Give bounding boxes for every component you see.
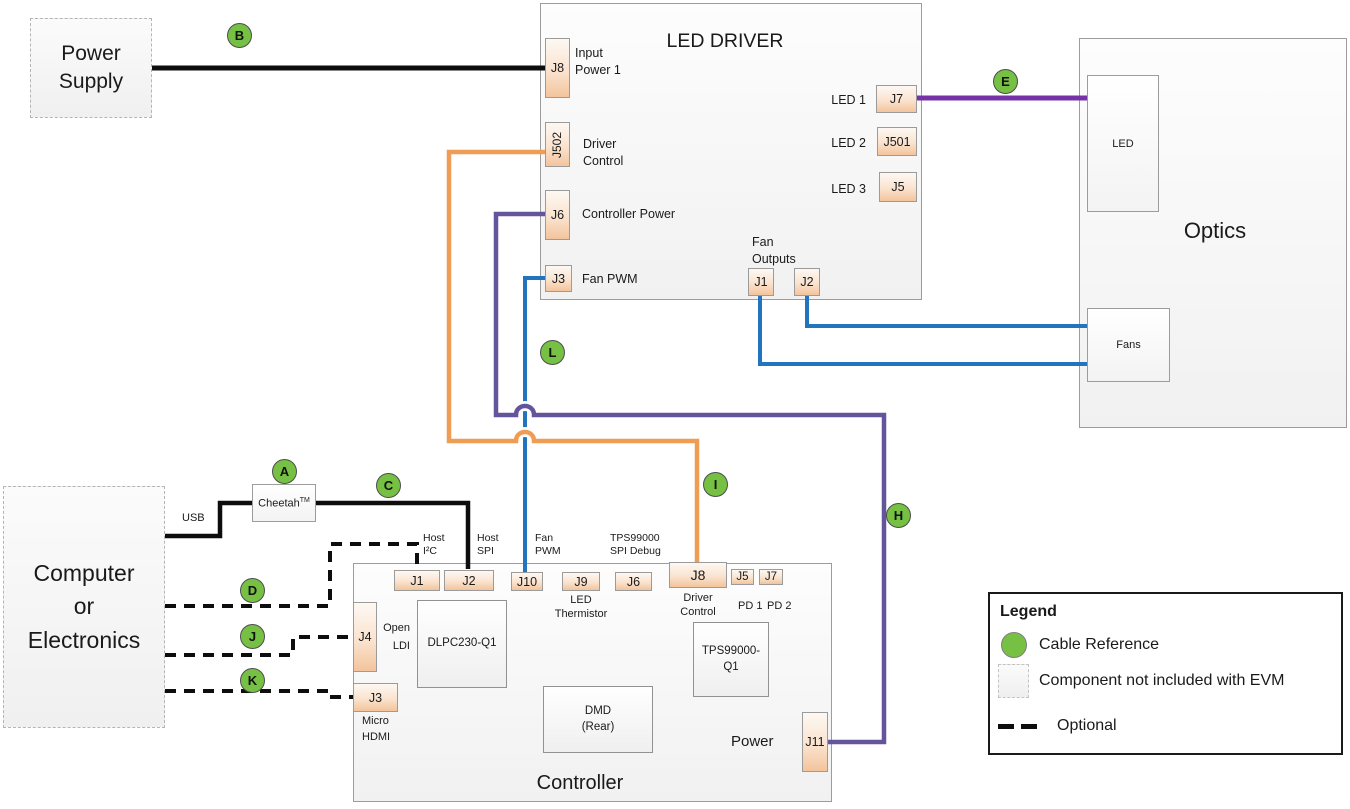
led-driver-connector-j6: J6 <box>545 190 570 240</box>
led-driver-title: LED DRIVER <box>666 30 784 52</box>
computer-box: Computer or Electronics <box>3 486 165 728</box>
led-thermistor-label: LED Thermistor <box>554 594 608 621</box>
legend-title: Legend <box>1000 603 1057 620</box>
led-driver-j3-label: Fan PWM <box>582 272 638 286</box>
cable-k-micro-hdmi <box>165 689 353 699</box>
legend-component-icon <box>998 664 1029 698</box>
cable-fan-output-j2 <box>805 296 1087 328</box>
controller-connector-j6: J6 <box>615 572 652 591</box>
host-spi-label: Host SPI <box>477 532 499 558</box>
cheetah-tm-superscript: TM <box>299 496 310 504</box>
controller-connector-j3: J3 <box>353 683 398 712</box>
controller-connector-j5: J5 <box>731 569 754 585</box>
computer-label-line2: or <box>73 593 95 620</box>
led-driver-j6-label: Controller Power <box>582 207 676 221</box>
open-ldi-label: Open LDI <box>383 622 410 652</box>
cheetah-box: CheetahTM <box>252 484 316 522</box>
power-label: Power <box>731 733 774 750</box>
cable-ref-c: C <box>376 473 401 498</box>
cable-ref-d: D <box>240 578 265 603</box>
led1-label: LED 1 <box>831 93 866 107</box>
cable-ref-e: E <box>993 69 1018 94</box>
cable-ref-k: K <box>240 668 265 693</box>
cable-ref-a: A <box>272 459 297 484</box>
controller-connector-j11: J11 <box>802 712 828 772</box>
legend-cable-reference-icon <box>1001 632 1027 658</box>
led-driver-connector-j1: J1 <box>748 268 774 296</box>
host-i2c-label: Host I²C <box>423 532 445 558</box>
controller-connector-j2: J2 <box>444 570 494 591</box>
led-driver-connector-j5: J5 <box>879 172 917 202</box>
cable-usb <box>165 500 252 539</box>
led3-label: LED 3 <box>831 182 866 196</box>
legend-optional-icon <box>998 724 1014 729</box>
optics-title: Optics <box>1183 218 1247 243</box>
fan-outputs-label: Fan Outputs <box>752 235 796 266</box>
cable-ref-b: B <box>227 23 252 48</box>
pd2-label: PD 2 <box>767 600 792 612</box>
tps99000-spi-debug-label: TPS99000 SPI Debug <box>610 532 661 558</box>
micro-hdmi-label: Micro HDMI <box>362 715 391 743</box>
controller-connector-j9: J9 <box>562 572 600 591</box>
tps99000-chip: TPS99000- Q1 <box>693 622 769 697</box>
controller-connector-j8: J8 <box>669 562 727 588</box>
legend-component-label: Component not included with EVM <box>1039 672 1285 689</box>
power-supply-box: Power Supply <box>30 18 152 118</box>
optics-led-box: LED <box>1087 75 1159 212</box>
controller-title: Controller <box>536 772 624 794</box>
computer-label-line1: Computer <box>33 559 135 586</box>
led-driver-connector-j2: J2 <box>794 268 820 296</box>
led-driver-j502-label: Driver Control <box>583 137 624 168</box>
led-driver-connector-j8: J8 <box>545 38 570 98</box>
led-driver-connector-j3: J3 <box>545 265 572 292</box>
optics-fans-label: Fans <box>1116 339 1141 351</box>
led2-label: LED 2 <box>831 136 866 150</box>
led-driver-connector-j502: J502 <box>545 122 570 167</box>
dlpc230-chip: DLPC230-Q1 <box>417 600 507 688</box>
driver-control-label: Driver Control <box>680 592 716 619</box>
led-driver-j8-label: Input Power 1 <box>575 46 621 77</box>
led-driver-connector-j7: J7 <box>876 85 917 113</box>
optics-fans-box: Fans <box>1087 308 1170 382</box>
legend-cable-reference-label: Cable Reference <box>1039 636 1160 653</box>
cable-ref-l: L <box>540 340 565 365</box>
legend-box: Legend Cable Reference Component not inc… <box>988 592 1343 755</box>
led-driver-connector-j501: J501 <box>877 127 917 156</box>
dmd-chip: DMD (Rear) <box>543 686 653 753</box>
legend-optional-icon <box>1021 724 1037 729</box>
cheetah-label: Cheetah <box>258 497 300 510</box>
cable-c-host-spi <box>316 500 471 569</box>
computer-label-line3: Electronics <box>27 626 141 653</box>
power-supply-label-line1: Power <box>61 41 121 65</box>
cable-ref-h: H <box>886 503 911 528</box>
cable-ref-j: J <box>240 624 265 649</box>
cable-fan-output-j1 <box>758 296 1087 366</box>
controller-connector-j1: J1 <box>394 570 440 591</box>
pd1-label: PD 1 <box>738 600 763 612</box>
optics-led-label: LED <box>1112 137 1134 150</box>
wire-jump-casing <box>511 401 539 416</box>
fan-pwm-label: Fan PWM <box>535 532 561 558</box>
controller-connector-j10: J10 <box>511 572 543 591</box>
legend-optional-label: Optional <box>1057 717 1117 734</box>
power-supply-label-line2: Supply <box>58 70 124 93</box>
usb-label: USB <box>182 512 205 524</box>
cable-l-fan-pwm <box>523 276 545 572</box>
controller-connector-j7: J7 <box>759 569 783 585</box>
controller-connector-j4: J4 <box>353 602 377 672</box>
cable-ref-i: I <box>703 472 728 497</box>
wire-jump-casing <box>511 427 539 442</box>
